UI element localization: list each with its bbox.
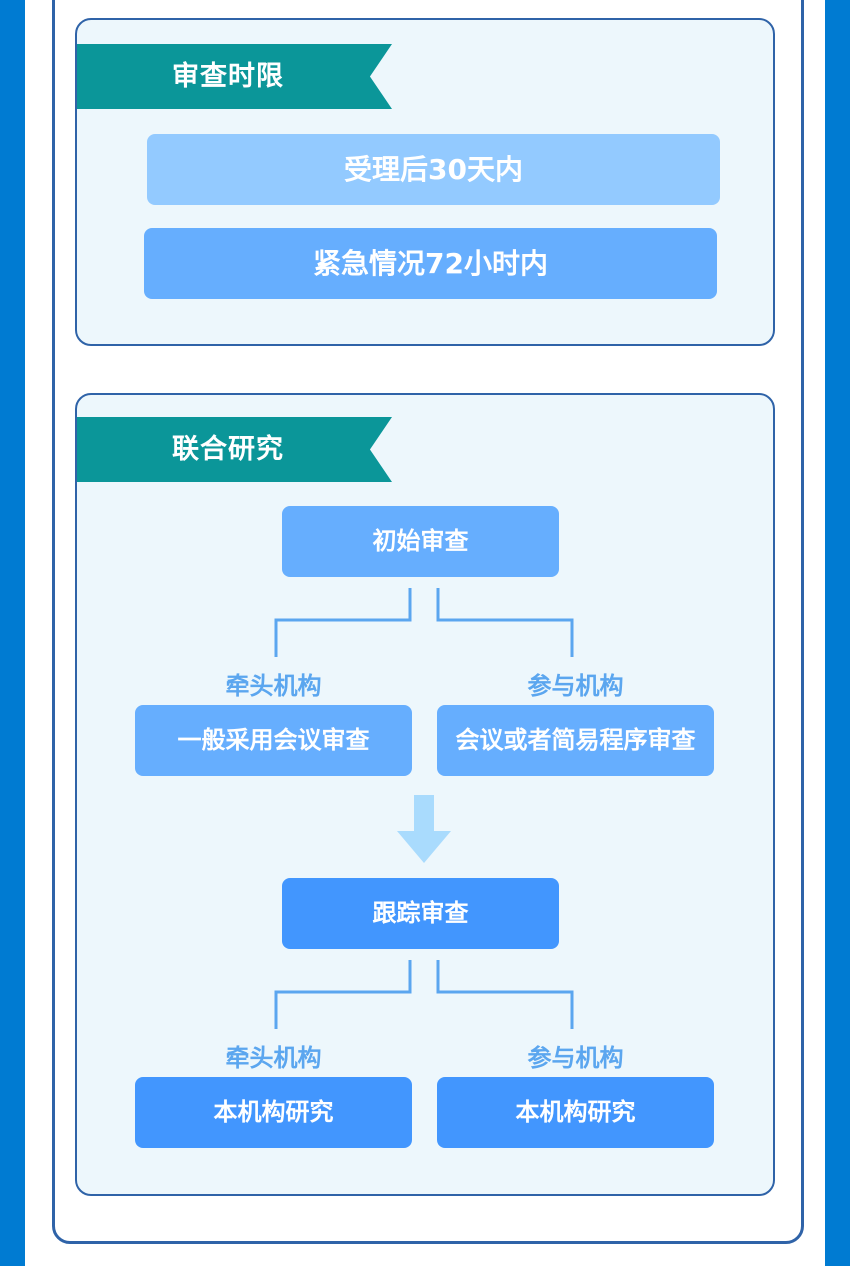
connector-initial-participant (436, 588, 574, 657)
review-limit-normal: 受理后30天内 (147, 134, 720, 205)
initial-participant-method: 会议或者简易程序审查 (437, 705, 714, 776)
followup-participant-method: 本机构研究 (437, 1077, 714, 1148)
initial-participant-role: 参与机构 (527, 672, 624, 700)
joint-research-panel: 联合研究 初始审查 牵头机构 参与机构 一般采用会议审查 会议或者简易程序审查 … (75, 393, 775, 1196)
flow-connectors (274, 588, 574, 1029)
connector-initial-lead (274, 588, 412, 657)
initial-lead-method: 一般采用会议审查 (135, 705, 412, 776)
initial-lead-role: 牵头机构 (225, 672, 322, 700)
left-side-bar (0, 0, 25, 1266)
review-period-panel: 审查时限 受理后30天内 紧急情况72小时内 (75, 18, 775, 346)
followup-participant-role: 参与机构 (527, 1044, 624, 1072)
follow-up-review-box: 跟踪审查 (282, 878, 559, 949)
down-arrow-icon (397, 795, 451, 863)
review-period-title: 审查时限 (77, 44, 392, 109)
followup-lead-role: 牵头机构 (225, 1044, 322, 1072)
initial-review-box: 初始审查 (282, 506, 559, 577)
review-limit-emergency: 紧急情况72小时内 (144, 228, 717, 299)
followup-lead-method: 本机构研究 (135, 1077, 412, 1148)
connector-followup-participant (436, 960, 574, 1029)
right-side-bar (825, 0, 850, 1266)
joint-research-title: 联合研究 (77, 417, 392, 482)
connector-followup-lead (274, 960, 412, 1029)
